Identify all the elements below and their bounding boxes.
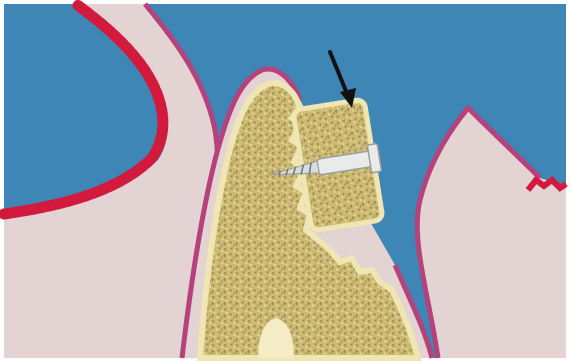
dental-illustration xyxy=(0,0,570,362)
illustration-canvas xyxy=(0,0,570,362)
